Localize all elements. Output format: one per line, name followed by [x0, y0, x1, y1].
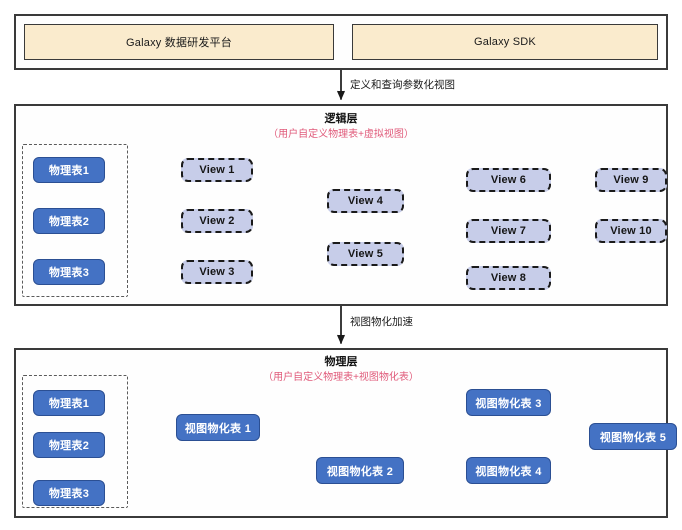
app-box-galaxy-sdk[interactable]: Galaxy SDK: [352, 24, 658, 60]
logic-layer-subtitle: （用户自定义物理表+虚拟视图）: [268, 129, 414, 140]
logic-physical-table-2[interactable]: 物理表2: [33, 208, 105, 234]
physical-tables-group: [22, 375, 128, 508]
view-node-1[interactable]: View 1: [181, 158, 253, 182]
view-node-9[interactable]: View 9: [595, 168, 667, 192]
view-node-5[interactable]: View 5: [327, 242, 404, 266]
view-node-2[interactable]: View 2: [181, 209, 253, 233]
materialized-view-table-1[interactable]: 视图物化表 1: [176, 414, 260, 441]
view-node-8[interactable]: View 8: [466, 266, 551, 290]
physical-layer-title: 物理层: [324, 356, 358, 368]
materialized-view-table-3[interactable]: 视图物化表 3: [466, 389, 551, 416]
view-node-7[interactable]: View 7: [466, 219, 551, 243]
view-node-6[interactable]: View 6: [466, 168, 551, 192]
physical-table-2[interactable]: 物理表2: [33, 432, 105, 458]
logic-physical-table-3[interactable]: 物理表3: [33, 259, 105, 285]
materialized-view-table-5[interactable]: 视图物化表 5: [589, 423, 677, 450]
physical-table-1[interactable]: 物理表1: [33, 390, 105, 416]
logic-physical-table-1[interactable]: 物理表1: [33, 157, 105, 183]
logic-layer-title: 逻辑层: [324, 113, 358, 125]
logic-physical-tables-group: [22, 144, 128, 297]
physical-table-3[interactable]: 物理表3: [33, 480, 105, 506]
view-node-10[interactable]: View 10: [595, 219, 667, 243]
view-node-4[interactable]: View 4: [327, 189, 404, 213]
physical-layer-subtitle: （用户自定义物理表+视图物化表）: [263, 372, 419, 383]
flow-label-apps-to-logic: 定义和查询参数化视图: [350, 79, 455, 91]
materialized-view-table-2[interactable]: 视图物化表 2: [316, 457, 404, 484]
materialized-view-table-4[interactable]: 视图物化表 4: [466, 457, 551, 484]
physical-layer-section: [14, 348, 668, 518]
app-box-galaxy-data-platform[interactable]: Galaxy 数据研发平台: [24, 24, 334, 60]
view-node-3[interactable]: View 3: [181, 260, 253, 284]
flow-label-logic-to-phys: 视图物化加速: [350, 316, 413, 328]
